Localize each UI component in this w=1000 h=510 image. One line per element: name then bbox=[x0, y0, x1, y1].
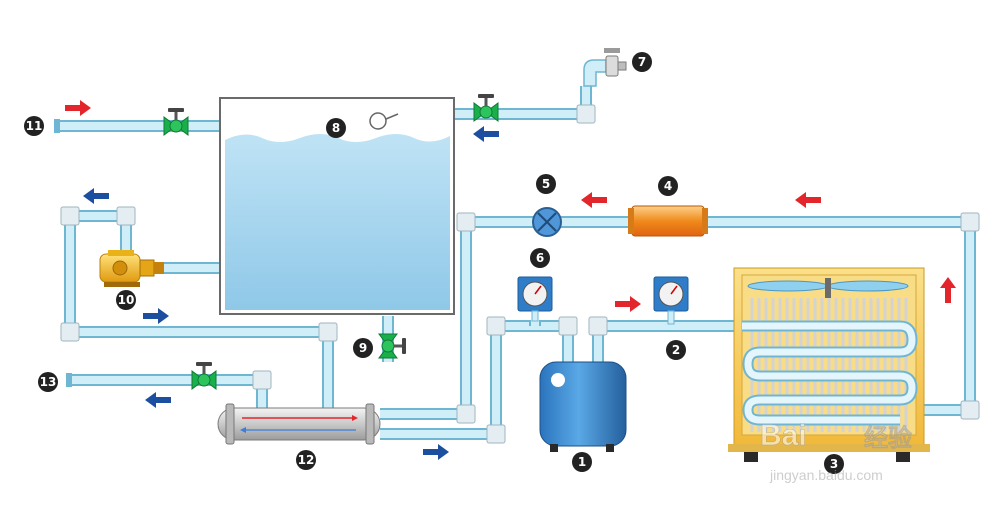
flow-arrow-red bbox=[940, 277, 956, 303]
marker-label: 6 bbox=[536, 251, 544, 265]
flow-arrow-red bbox=[581, 192, 607, 208]
marker-label: 3 bbox=[830, 457, 838, 471]
pipe-elbow bbox=[116, 206, 136, 226]
flow-arrow-blue bbox=[83, 188, 109, 204]
condenser-unit bbox=[728, 267, 930, 462]
condenser-fins bbox=[750, 298, 908, 432]
watermark-brand: Bai bbox=[760, 419, 807, 452]
flow-arrow-blue bbox=[473, 126, 499, 142]
watermark-url: jingyan.baidu.com bbox=[769, 467, 883, 483]
heat-exchanger bbox=[217, 403, 381, 445]
heater-component bbox=[628, 205, 708, 237]
pipe-elbow bbox=[60, 322, 80, 342]
condenser-coil bbox=[742, 320, 918, 426]
float-ball bbox=[369, 112, 387, 130]
expansion-valve bbox=[532, 207, 562, 237]
marker-label: 5 bbox=[542, 177, 550, 191]
pressure-gauge-right bbox=[653, 276, 689, 325]
pipe-elbow bbox=[60, 206, 80, 226]
pipe-elbow bbox=[960, 212, 980, 232]
water-faucet bbox=[583, 48, 627, 87]
valve-faucet bbox=[473, 94, 499, 122]
marker-label: 8 bbox=[332, 121, 340, 135]
valve-outlet bbox=[191, 362, 217, 390]
pipe-segment-inner bbox=[708, 218, 974, 414]
coil-tube-inner bbox=[742, 322, 916, 424]
marker-7: 7 bbox=[632, 52, 652, 72]
marker-10: 10 bbox=[116, 290, 136, 310]
marker-4: 4 bbox=[658, 176, 678, 196]
flow-arrow-red bbox=[65, 100, 91, 116]
marker-label: 10 bbox=[118, 293, 135, 307]
pipe-elbow bbox=[252, 370, 272, 390]
pipe-elbow bbox=[558, 316, 578, 336]
pipe-outlet-end bbox=[66, 373, 72, 387]
marker-1: 1 bbox=[572, 452, 592, 472]
marker-2: 2 bbox=[666, 340, 686, 360]
condenser-fan bbox=[747, 278, 909, 298]
marker-12: 12 bbox=[296, 450, 316, 470]
marker-3: 3 bbox=[824, 454, 844, 474]
marker-label: 9 bbox=[359, 341, 367, 355]
marker-label: 7 bbox=[638, 55, 646, 69]
pipe-elbow bbox=[486, 316, 506, 336]
flow-arrow-blue bbox=[143, 308, 169, 324]
valve-drain bbox=[378, 333, 406, 359]
pipe-segment-inner bbox=[66, 216, 332, 408]
marker-9: 9 bbox=[353, 338, 373, 358]
pipe-elbow bbox=[456, 404, 476, 424]
tank-water bbox=[225, 134, 450, 310]
receiver-tank bbox=[539, 361, 627, 452]
pipe-elbow bbox=[456, 212, 476, 232]
pipe-elbow bbox=[576, 104, 596, 124]
pressure-gauge-left bbox=[517, 276, 553, 322]
marker-label: 12 bbox=[298, 453, 315, 467]
flow-arrow-blue bbox=[423, 444, 449, 460]
flow-arrow-red bbox=[795, 192, 821, 208]
flow-arrows bbox=[65, 100, 956, 460]
pipe-inlet-end bbox=[54, 119, 60, 133]
marker-11: 11 bbox=[24, 116, 44, 136]
pipe-elbow bbox=[318, 322, 338, 342]
marker-8: 8 bbox=[326, 118, 346, 138]
marker-label: 4 bbox=[664, 179, 672, 193]
valve-inlet bbox=[163, 108, 189, 136]
water-pump bbox=[99, 250, 164, 287]
marker-13: 13 bbox=[38, 372, 58, 392]
watermark-brand-suffix: 经验 bbox=[864, 424, 912, 452]
marker-label: 1 bbox=[578, 455, 586, 469]
marker-5: 5 bbox=[536, 174, 556, 194]
pipe-elbow bbox=[486, 424, 506, 444]
marker-label: 13 bbox=[40, 375, 57, 389]
pipe-elbow bbox=[960, 400, 980, 420]
flow-arrow-blue bbox=[145, 392, 171, 408]
valves bbox=[163, 94, 499, 390]
marker-label: 11 bbox=[26, 119, 43, 133]
pipe-elbow bbox=[588, 316, 608, 336]
marker-6: 6 bbox=[530, 248, 550, 268]
marker-label: 2 bbox=[672, 343, 680, 357]
flow-arrow-red bbox=[615, 296, 641, 312]
watermark: Bai 经验 jingyan.baidu.com bbox=[760, 419, 913, 483]
pipe-segment-inner bbox=[380, 218, 534, 418]
